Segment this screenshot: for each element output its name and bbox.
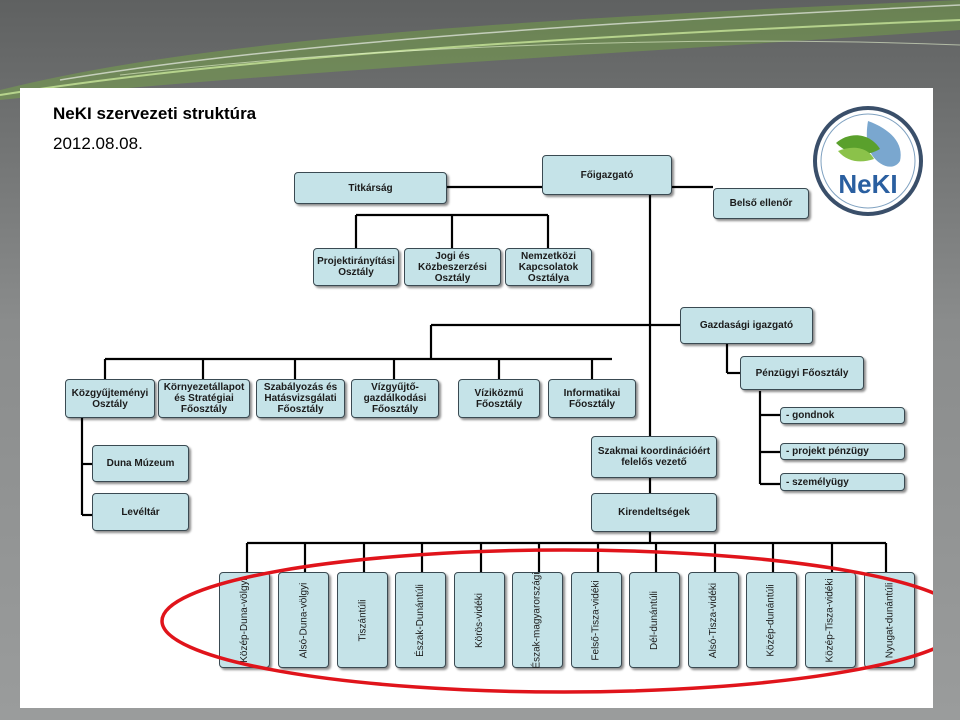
region-office[interactable]: Nyugat-dunántúli (864, 572, 915, 668)
region-office[interactable]: Alsó-Tisza-vidéki (688, 572, 739, 668)
node-duna-muzeum[interactable]: Duna Múzeum (92, 445, 189, 482)
node-jogi[interactable]: Jogi és Közbeszerzési Osztály (404, 248, 501, 286)
node-projektiranyitasi[interactable]: Projektirányítási Osztály (313, 248, 399, 286)
node-penzugyi-foosztaly[interactable]: Pénzügyi Főosztály (740, 356, 864, 390)
node-kozgyujtemenyi[interactable]: Közgyűjteményi Osztály (65, 379, 155, 418)
node-kirendeltsegek[interactable]: Kirendeltségek (591, 493, 717, 532)
region-office-label: Felső-Tisza-vidéki (591, 579, 603, 661)
region-office-label: Tiszántúli (357, 599, 368, 641)
neki-logo: NeKI (813, 106, 923, 216)
region-office[interactable]: Észak-Dunántúli (395, 572, 446, 668)
node-kornyezetallapot[interactable]: Környezetállapot és Stratégiai Főosztály (158, 379, 250, 418)
region-office-label: Észak-magyarországi (532, 571, 543, 669)
region-office-label: Közép-dunántúli (766, 583, 777, 657)
region-office[interactable]: Körös-vidéki (454, 572, 505, 668)
region-office[interactable]: Észak-magyarországi (512, 572, 563, 668)
region-office-label: Alsó-Tisza-vidéki (708, 582, 720, 658)
node-belso-ellenor[interactable]: Belső ellenőr (713, 188, 809, 219)
background-swoosh (0, 0, 960, 100)
node-nemzetkozi[interactable]: Nemzetközi Kapcsolatok Osztálya (505, 248, 592, 286)
node-gondnok[interactable]: - gondnok (780, 407, 905, 424)
region-office[interactable]: Közép-dunántúli (746, 572, 797, 668)
node-informatikai[interactable]: Informatikai Főosztály (548, 379, 636, 418)
node-leveltar[interactable]: Levéltár (92, 493, 189, 531)
region-office-label: Körös-vidéki (474, 592, 485, 648)
node-titkarsag[interactable]: Titkárság (294, 172, 447, 204)
node-gazdasagi-igazgato[interactable]: Gazdasági igazgató (680, 307, 813, 344)
region-office[interactable]: Tiszántúli (337, 572, 388, 668)
region-office[interactable]: Közép-Tisza-vidéki (805, 572, 856, 668)
chart-date: 2012.08.08. (53, 134, 143, 153)
chart-title: NeKI szervezeti struktúra (53, 104, 257, 123)
logo-text: NeKI (838, 169, 897, 199)
node-szabalyozas[interactable]: Szabályozás és Hatásvizsgálati Főosztály (256, 379, 345, 418)
region-office[interactable]: Dél-dunántúli (629, 572, 680, 668)
region-office[interactable]: Közép-Duna-völgyi (219, 572, 270, 668)
region-office-label: Nyugat-dunántúli (884, 582, 896, 658)
region-office[interactable]: Alsó-Duna-völgyi (278, 572, 329, 668)
node-vizikozmu[interactable]: Víziközmű Főosztály (458, 379, 540, 418)
node-foigazgato[interactable]: Főigazgató (542, 155, 672, 195)
node-projekt-penzugy[interactable]: - projekt pénzügy (780, 443, 905, 460)
region-office[interactable]: Felső-Tisza-vidéki (571, 572, 622, 668)
region-office-label: Észak-Dunántúli (415, 583, 426, 657)
region-office-label: Közép-Tisza-vidéki (825, 577, 837, 663)
org-chart-slide: NeKI szervezeti struktúra 2012.08.08. (20, 88, 933, 708)
node-vizgyujto[interactable]: Vízgyűjtő- gazdálkodási Főosztály (351, 379, 439, 418)
region-office-label: Közép-Duna-völgyi (239, 577, 250, 663)
region-office-label: Dél-dunántúli (649, 590, 660, 650)
node-szemelyugy[interactable]: - személyügy (780, 473, 905, 491)
region-office-label: Alsó-Duna-völgyi (298, 582, 309, 658)
node-szakmai-koordinacio[interactable]: Szakmai koordinációért felelős vezető (591, 436, 717, 478)
